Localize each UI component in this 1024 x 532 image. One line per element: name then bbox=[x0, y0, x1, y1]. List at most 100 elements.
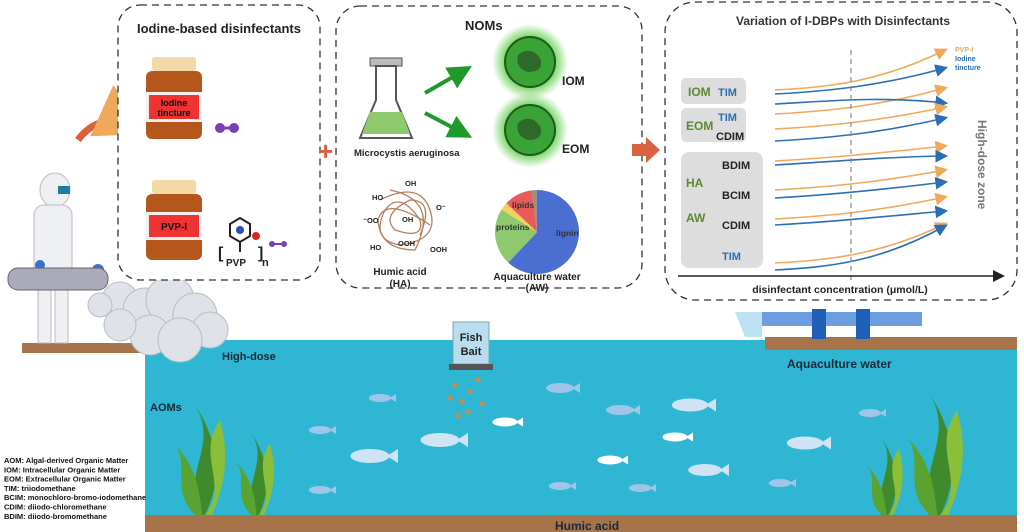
iodine-trend-arrow bbox=[774, 64, 949, 95]
iodine-trend-arrow bbox=[774, 113, 949, 142]
svg-text:[: [ bbox=[218, 245, 224, 262]
dbp-label: TIM bbox=[718, 112, 737, 124]
seaweed-icon bbox=[175, 405, 226, 515]
arrow-to-iom bbox=[424, 66, 472, 95]
fish-icon bbox=[492, 417, 523, 427]
eom-cell-icon bbox=[492, 92, 568, 168]
pie-slice-label: proteins bbox=[496, 222, 530, 232]
bait-pellets bbox=[447, 377, 485, 419]
bait-pellet bbox=[475, 377, 481, 383]
pvpi-trend-arrow bbox=[774, 192, 949, 220]
aquaculture-water-label: Aquaculture water bbox=[787, 357, 892, 371]
iodine-trend-arrow bbox=[774, 149, 949, 166]
group-label-ha: HA bbox=[686, 176, 704, 190]
pie-slice-label: lignin bbox=[556, 228, 579, 238]
plus-icon: + bbox=[318, 136, 333, 166]
pipe-valve bbox=[856, 309, 870, 339]
pie-slice bbox=[508, 190, 579, 274]
fish-icon bbox=[546, 383, 580, 393]
fish-icon bbox=[671, 398, 716, 412]
ha-label-1: Humic acid bbox=[373, 267, 426, 278]
pond-water bbox=[145, 340, 1017, 518]
group-label-eom: EOM bbox=[686, 119, 713, 133]
fish-icon bbox=[350, 449, 398, 463]
iodine-trend-arrow bbox=[774, 95, 949, 109]
dbp-label: TIM bbox=[722, 251, 741, 263]
mist-puff bbox=[87, 292, 113, 318]
humic-acid-label: Humic acid bbox=[555, 519, 619, 532]
variation-title: Variation of I-DBPs with Disinfectants bbox=[736, 14, 950, 28]
ha-functional-group: OH bbox=[405, 179, 416, 188]
dbp-label: BCIM bbox=[722, 190, 750, 202]
eom-label: EOM bbox=[562, 142, 589, 156]
legend-iodine-1: Iodine bbox=[955, 56, 976, 63]
fish-icon bbox=[688, 464, 729, 476]
pvp-label: PVP bbox=[226, 258, 246, 269]
flask-icon bbox=[358, 57, 414, 139]
fish-icon bbox=[768, 479, 796, 487]
pie-slice bbox=[506, 190, 537, 232]
ha-functional-group: ⁻OO bbox=[363, 216, 379, 225]
arrow-to-eom bbox=[424, 111, 473, 138]
seaweed-icon bbox=[867, 438, 903, 515]
high-dose-label: High-dose bbox=[222, 351, 276, 363]
pvpi-trend-arrow bbox=[774, 165, 949, 191]
ha-functional-group: OOH bbox=[430, 245, 447, 254]
bait-pellet bbox=[455, 413, 461, 419]
noms-title: NOMs bbox=[465, 18, 503, 33]
aoms-label: AOMs bbox=[150, 402, 182, 414]
bait-pellet bbox=[447, 395, 453, 401]
fish-school bbox=[308, 383, 886, 494]
iom-cell-icon bbox=[492, 24, 568, 100]
x-axis-label: disinfectant concentration (μmol/L) bbox=[752, 284, 928, 296]
glossary-entry: BCIM: monochloro-bromo-iodomethane bbox=[4, 493, 146, 502]
left-bank bbox=[22, 343, 147, 353]
aw-label-2: (AW) bbox=[526, 283, 549, 294]
pvpi-trend-arrow bbox=[774, 48, 948, 91]
mist-puff bbox=[157, 317, 203, 363]
fish-icon bbox=[420, 433, 468, 447]
iodine-trend-arrow bbox=[774, 205, 949, 226]
pvp-i-bottle: PVP-I bbox=[146, 180, 202, 260]
pie-slice bbox=[501, 203, 537, 232]
pvp-subscript: n bbox=[262, 257, 269, 269]
fish-icon bbox=[606, 405, 640, 415]
right-arrow-icon bbox=[632, 137, 660, 163]
group-label-iom: IOM bbox=[688, 85, 711, 99]
seaweed bbox=[175, 394, 963, 515]
noms-panel bbox=[335, 5, 643, 289]
ha-functional-group: OOH bbox=[398, 239, 415, 248]
fish-icon bbox=[308, 426, 336, 434]
inlet-pipe bbox=[762, 312, 922, 326]
glossary-entry: CDIM: diiodo-chloromethane bbox=[4, 503, 107, 512]
pvpi-trend-arrow bbox=[774, 102, 949, 130]
glossary-entry: IOM: Intracellular Organic Matter bbox=[4, 465, 120, 474]
fish-icon bbox=[597, 455, 628, 465]
fish-icon bbox=[368, 394, 396, 402]
pvp-i-label: PVP-I bbox=[161, 222, 187, 233]
pvpi-trend-arrow bbox=[774, 84, 949, 115]
group-box-eom bbox=[681, 108, 746, 142]
dbp-label: TIM bbox=[718, 87, 737, 99]
group-label-aw: AW bbox=[686, 211, 706, 225]
iodine-trend-arrow bbox=[774, 176, 949, 199]
dbp-label: CDIM bbox=[716, 131, 744, 143]
fish-bait-label-1: Fish bbox=[460, 332, 483, 344]
dbp-label: CDIM bbox=[722, 220, 750, 232]
bait-pellet bbox=[452, 382, 458, 388]
ha-functional-group: HO bbox=[370, 243, 381, 252]
bait-pellet bbox=[479, 401, 485, 407]
bottle-label-line2: tincture bbox=[157, 108, 190, 118]
pie-slice bbox=[495, 209, 537, 263]
glossary-entry: AOM: Algal-derived Organic Matter bbox=[4, 456, 128, 465]
fish-bait-label-2: Bait bbox=[461, 346, 482, 358]
ha-functional-group: OH bbox=[402, 215, 413, 224]
fish-icon bbox=[858, 409, 886, 417]
pipe-valve bbox=[812, 309, 826, 339]
fish-icon bbox=[548, 482, 576, 490]
group-box-iom bbox=[681, 78, 746, 104]
bait-pellet bbox=[467, 389, 473, 395]
